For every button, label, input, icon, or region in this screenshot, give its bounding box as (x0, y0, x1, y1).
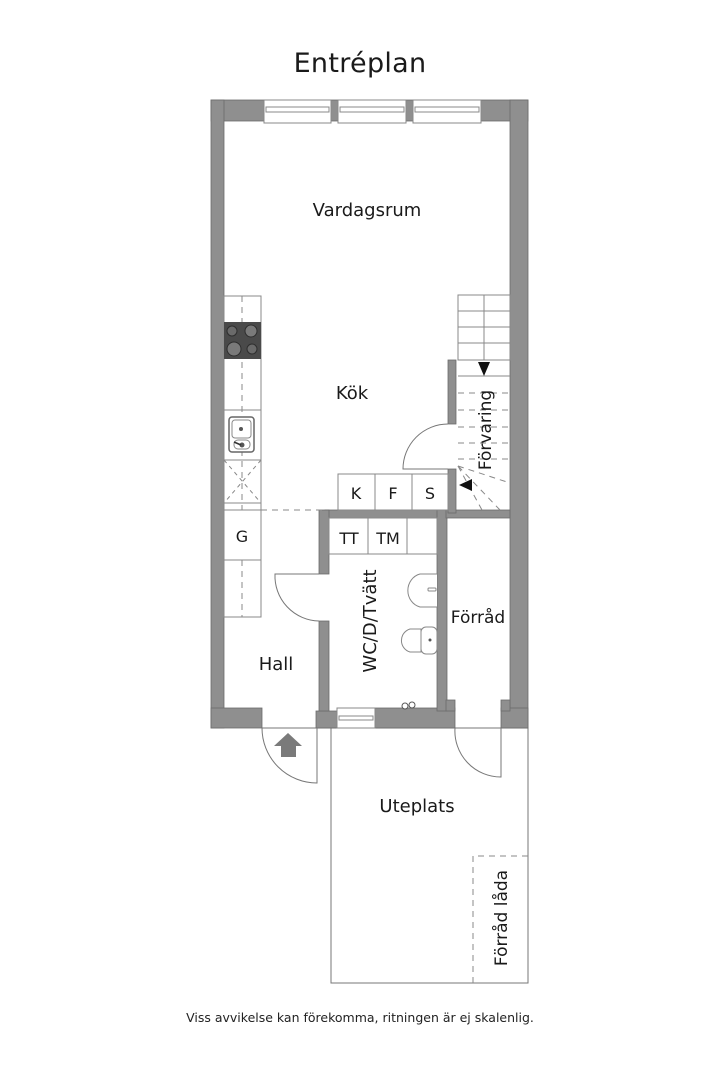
entrance-arrow-icon (274, 733, 302, 757)
stove-icon (224, 322, 261, 359)
room-label-vardagsrum: Vardagsrum (313, 200, 422, 221)
appliance-row (337, 473, 449, 511)
appliance-label-s: S (425, 484, 435, 503)
staircase (457, 294, 511, 511)
room-label-uteplats: Uteplats (379, 796, 454, 817)
appliance-label-tt: TT (338, 529, 358, 548)
appliance-label-k: K (351, 484, 362, 503)
room-label-forvaring: Förvaring (476, 390, 496, 470)
disclaimer-note: Viss avvikelse kan förekomma, ritningen … (186, 1010, 534, 1025)
door-swing-icon (274, 573, 320, 622)
room-label-hall: Hall (259, 654, 294, 675)
window-icon (336, 707, 376, 729)
laundry-row (328, 517, 438, 555)
room-label-forrad-lada: Förråd låda (491, 870, 512, 966)
outer-walls (210, 99, 529, 729)
window-icon (263, 99, 482, 124)
appliance-label-f: F (388, 484, 397, 503)
room-label-wc: WC/D/Tvätt (360, 569, 381, 672)
stair-arrow-icon (459, 479, 472, 491)
door-swing-icon (261, 727, 318, 784)
washbasin-icon (407, 573, 437, 608)
sink-icon (228, 416, 255, 453)
interior-walls (318, 359, 511, 712)
toilet-icon (401, 626, 438, 655)
forrad-lada-outline (472, 855, 528, 983)
dishwasher-icon (223, 459, 262, 504)
floor-drain-icon (401, 701, 416, 710)
door-swing-icon (402, 423, 449, 470)
appliance-label-g: G (236, 527, 248, 546)
hall-cabinet (223, 509, 262, 618)
room-label-kok: Kök (336, 383, 369, 404)
appliance-label-tm: TM (375, 529, 400, 548)
page-title: Entréplan (293, 48, 427, 79)
kitchen-counter (223, 295, 262, 511)
door-swing-icon (454, 727, 502, 778)
stair-arrow-icon (478, 362, 490, 376)
room-label-forrad: Förråd (451, 607, 505, 628)
